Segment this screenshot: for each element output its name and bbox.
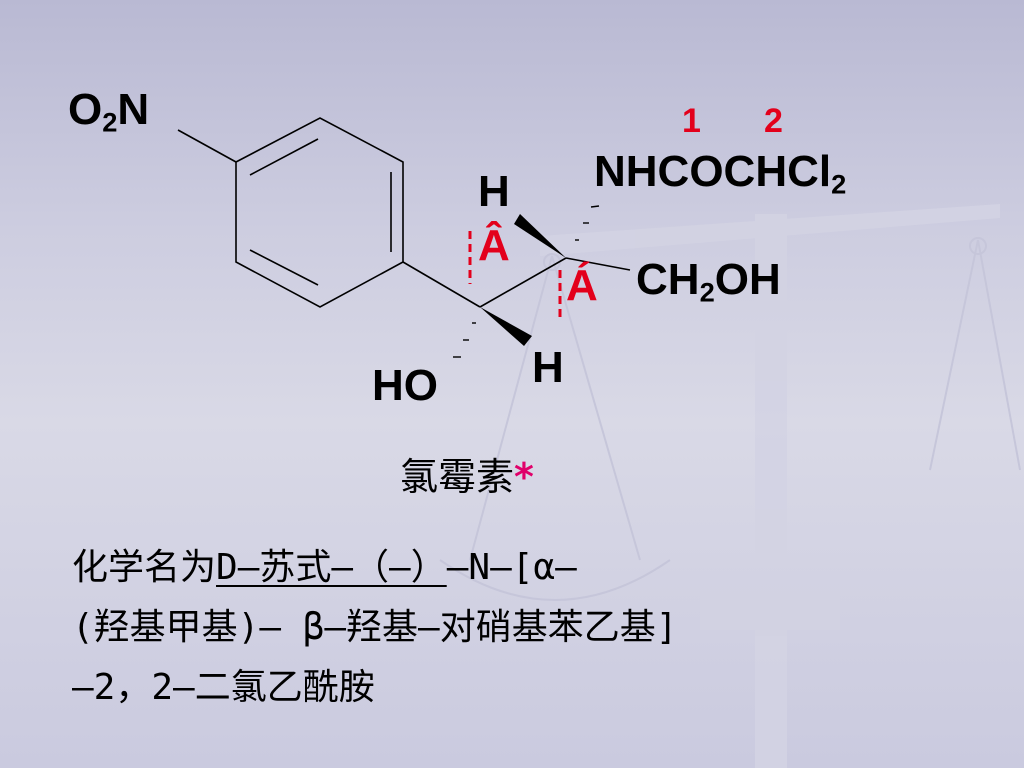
nitro-n: N	[117, 85, 150, 134]
ch2oh-subscript: 2	[699, 276, 715, 308]
chemical-name-underlined: D—苏式—（—）	[216, 547, 447, 588]
ch2oh-ch: CH	[636, 255, 700, 304]
hydrogen-bottom-label: H	[532, 343, 564, 392]
benzene-inner-bond-1	[249, 138, 319, 176]
amide-subscript: 2	[831, 168, 847, 200]
locant-2: 2	[764, 102, 783, 140]
wedge-bond-bottom-h	[480, 307, 532, 346]
chiral-center-label-1: Â	[478, 221, 510, 270]
nitro-subscript: 2	[102, 106, 118, 138]
asterisk-mark: *	[514, 455, 534, 499]
c1-c2-bond	[479, 257, 567, 308]
nitro-bond	[177, 129, 237, 163]
amide-text: NHCOCHCl	[594, 147, 832, 196]
benzene-ring	[235, 117, 404, 308]
nitro-group-label: O2N	[68, 88, 149, 136]
compound-name: 氯霉素*	[400, 446, 534, 501]
ring-to-c1-bond	[402, 261, 481, 308]
chemical-name-line-3: —2，2—二氯乙酰胺	[72, 667, 375, 708]
chiral-center-label-2: Á	[566, 261, 598, 310]
wedge-bond-top-h	[514, 214, 566, 258]
chemical-name-prefix: 化学名为	[72, 547, 217, 588]
locant-1: 1	[682, 102, 701, 140]
hydrogen-top-label: H	[478, 167, 510, 216]
ch2oh-oh: OH	[714, 255, 781, 304]
benzene-inner-bond-3	[249, 249, 319, 286]
chemical-name-paragraph: 化学名为D—苏式—（—）—N—[α— (羟基甲基)— β—羟基—对硝基苯乙基] …	[72, 538, 1012, 718]
amide-group-label: NHCOCHCl2	[594, 150, 846, 198]
chemical-name-line1-rest: —N—[α—	[446, 547, 577, 588]
compound-name-text: 氯霉素	[400, 455, 515, 499]
chemical-name-line-2: (羟基甲基)— β—羟基—对硝基苯乙基]	[72, 607, 678, 648]
c2-ch2oh-bond	[565, 257, 631, 271]
ch2oh-group-label: CH2OH	[636, 258, 781, 306]
nitro-o: O	[68, 85, 103, 134]
chemical-name-line-1: 化学名为D—苏式—（—）—N—[α—	[72, 538, 1012, 598]
hydroxyl-ho-label: HO	[372, 361, 438, 410]
